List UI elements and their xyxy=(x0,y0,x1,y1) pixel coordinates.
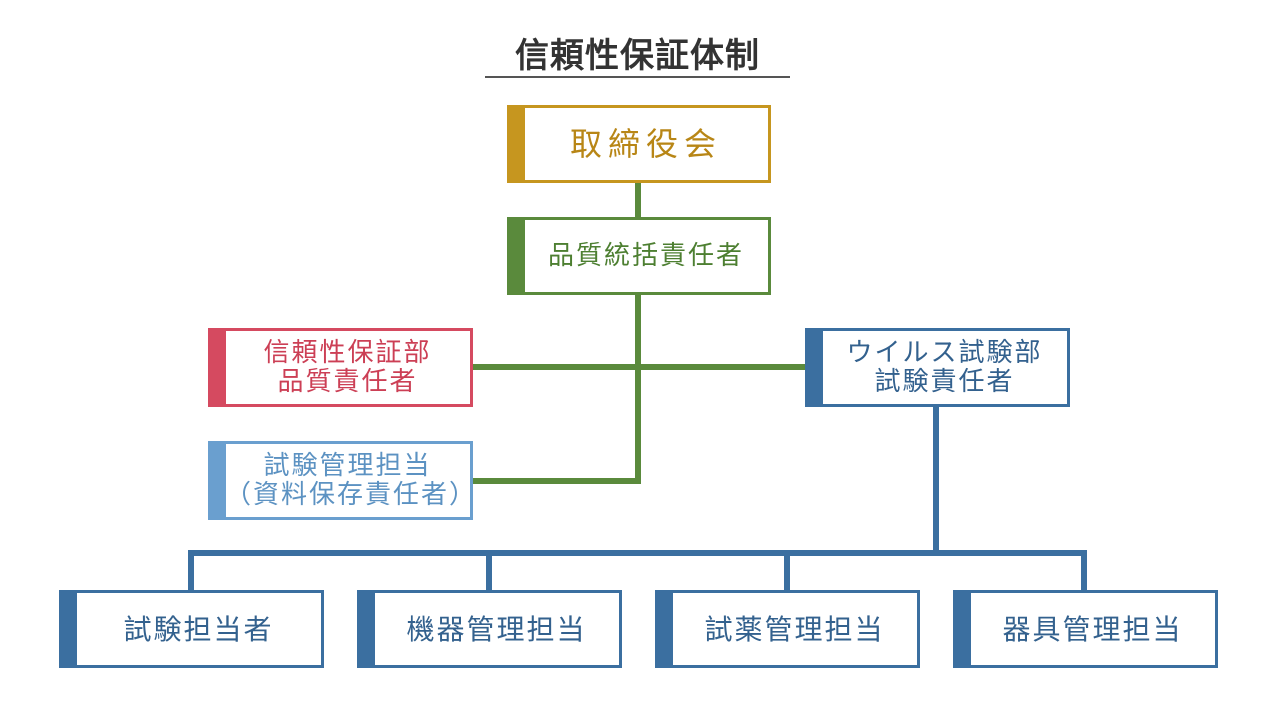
accent-bar xyxy=(805,328,823,407)
accent-bar xyxy=(655,590,673,668)
staff-label: 試験担当者 xyxy=(123,612,274,646)
accent-bar xyxy=(507,217,525,295)
accent-bar xyxy=(953,590,971,668)
reliability-dept-line2: 品質責任者 xyxy=(277,366,418,397)
test-management-box: 試験管理担当 （資料保存責任者） xyxy=(208,441,478,520)
accent-bar xyxy=(208,328,226,407)
board-of-directors-box: 取締役会 xyxy=(507,105,771,183)
accent-bar xyxy=(507,105,525,183)
equipment-mgmt-box: 機器管理担当 xyxy=(357,590,622,668)
accent-bar xyxy=(208,441,226,520)
staff-label: 機器管理担当 xyxy=(406,612,587,646)
accent-bar xyxy=(59,590,77,668)
board-label: 取締役会 xyxy=(569,124,722,163)
virus-dept-line1: ウイルス試験部 xyxy=(846,337,1043,368)
staff-label: 試薬管理担当 xyxy=(704,612,885,646)
virus-dept-box: ウイルス試験部 試験責任者 xyxy=(805,328,1070,407)
staff-label: 器具管理担当 xyxy=(1002,612,1183,646)
reliability-dept-box: 信頼性保証部 品質責任者 xyxy=(208,328,473,407)
instrument-mgmt-box: 器具管理担当 xyxy=(953,590,1218,668)
tester-box: 試験担当者 xyxy=(59,590,324,668)
diagram-title: 信頼性保証体制 xyxy=(515,36,760,76)
test-mgmt-line1: 試験管理担当 xyxy=(263,450,432,481)
reagent-mgmt-box: 試薬管理担当 xyxy=(655,590,920,668)
reliability-dept-line1: 信頼性保証部 xyxy=(263,337,432,368)
test-mgmt-line2: （資料保存責任者） xyxy=(225,479,478,510)
virus-dept-line2: 試験責任者 xyxy=(874,366,1015,397)
quality-head-box: 品質統括責任者 xyxy=(507,217,771,295)
quality-head-label: 品質統括責任者 xyxy=(547,240,744,271)
title-underline xyxy=(485,76,790,78)
accent-bar xyxy=(357,590,375,668)
